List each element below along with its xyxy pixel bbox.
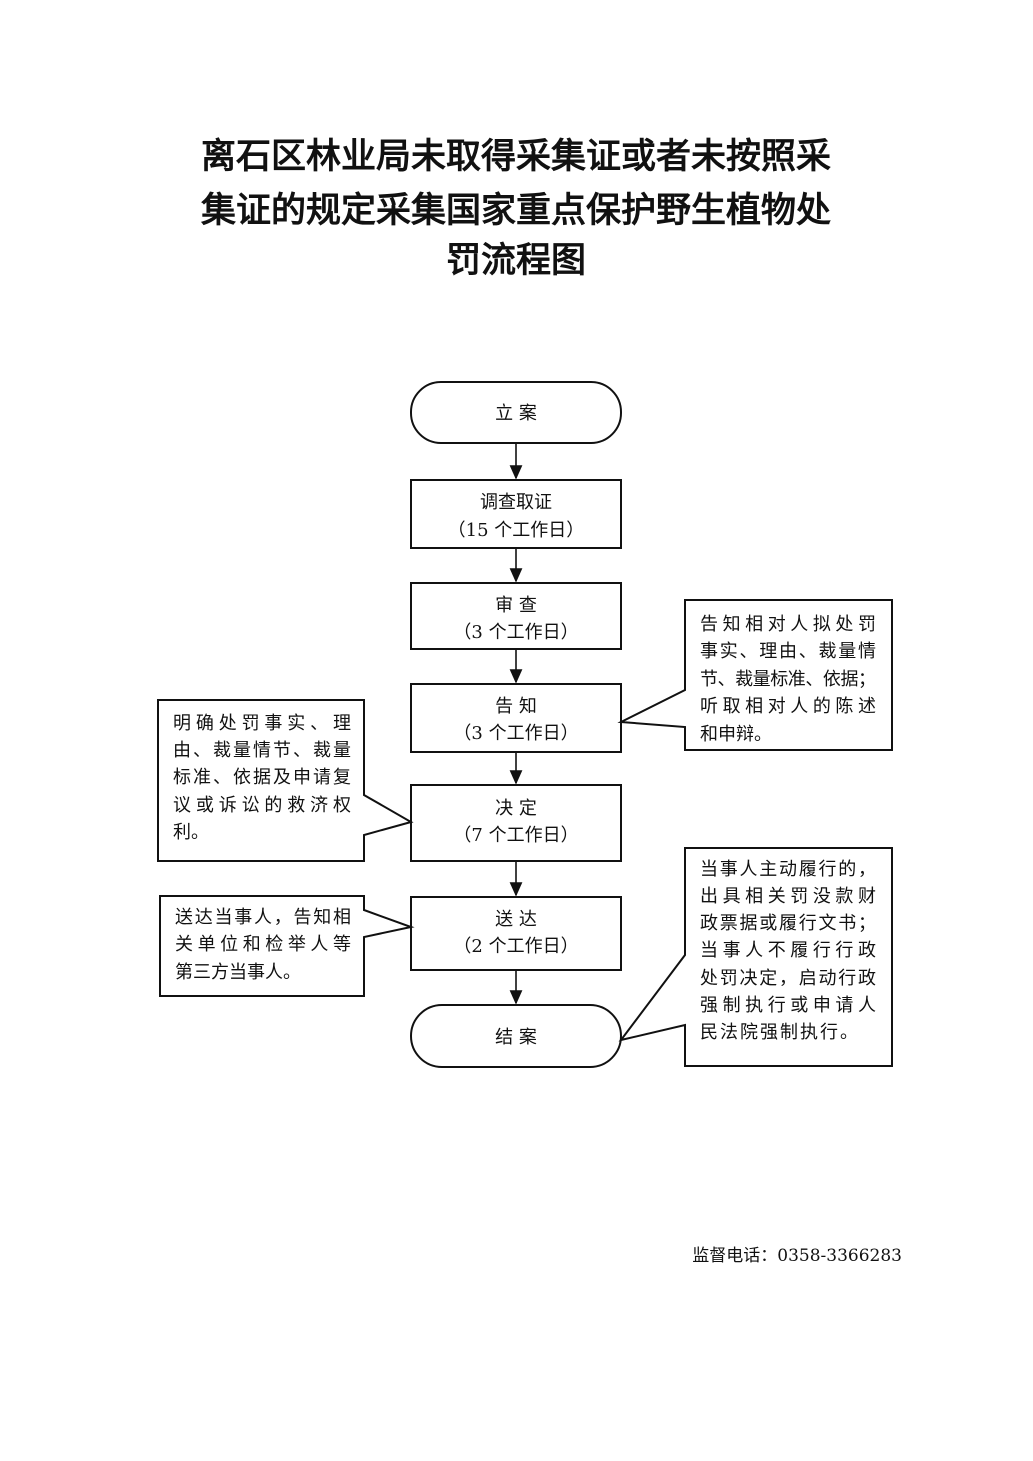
- step-label: 送 达: [495, 909, 537, 930]
- callout-shape: [617, 599, 893, 751]
- callout-line: 节、裁量标准、依据；: [700, 669, 876, 690]
- terminal-shape: [410, 381, 622, 444]
- process-box: [410, 479, 622, 549]
- callout-line: 第三方当事人。: [175, 962, 301, 983]
- title-line-1: 离石区林业局未取得采集证或者未按照采: [201, 136, 831, 177]
- callout-notify: 告知相对人拟处罚 事实、理由、裁量情 节、裁量标准、依据； 听取相对人的陈述 和…: [617, 599, 893, 751]
- callout-shape: [159, 895, 415, 997]
- callout-delivery: 送达当事人，告知相 关单位和检举人等 第三方当事人。: [159, 895, 415, 997]
- step-duration: （3 个工作日）: [453, 622, 578, 643]
- process-box: [410, 896, 622, 971]
- process-box: [410, 582, 622, 650]
- step-label: 决 定: [495, 798, 537, 819]
- step-delivery: 送 达 （2 个工作日）: [410, 896, 622, 971]
- callout-decision: 明确处罚事实、理 由、裁量情节、裁量 标准、依据及申请复 议或诉讼的救济权 利。: [157, 699, 414, 862]
- process-box: [410, 683, 622, 753]
- terminal-shape: [410, 1004, 622, 1068]
- callout-shape: [157, 699, 414, 862]
- step-duration: （2 个工作日）: [453, 936, 578, 957]
- step-duration: （15 个工作日）: [448, 520, 585, 541]
- process-box: [410, 784, 622, 862]
- step-label: 告 知: [495, 696, 537, 717]
- title-line-2: 集证的规定采集国家重点保护野生植物处: [200, 191, 831, 231]
- step-label: 立 案: [495, 403, 537, 424]
- callout-line: 利。: [173, 822, 209, 843]
- step-start: 立 案: [410, 381, 622, 444]
- callout-line: 当事人主动履行的，: [700, 859, 876, 880]
- step-end: 结 案: [410, 1004, 622, 1068]
- callout-line: 政票据或履行文书；: [700, 913, 876, 934]
- callout-line: 标准、依据及申请复: [173, 767, 351, 788]
- step-label: 结 案: [495, 1027, 537, 1048]
- callout-line: 由、裁量情节、裁量: [173, 740, 351, 761]
- title-line-3: 罚流程图: [446, 241, 586, 281]
- page-title: 离石区林业局未取得采集证或者未按照采 集证的规定采集国家重点保护野生植物处 罚流…: [200, 136, 831, 281]
- step-decision: 决 定 （7 个工作日）: [410, 784, 622, 862]
- step-duration: （3 个工作日）: [453, 723, 578, 744]
- supervision-phone: 监督电话：0358-3366283: [692, 1246, 902, 1266]
- step-label: 调查取证: [480, 492, 552, 513]
- callout-shape: [618, 847, 893, 1067]
- step-notify: 告 知 （3 个工作日）: [410, 683, 622, 753]
- step-investigation: 调查取证 （15 个工作日）: [410, 479, 622, 549]
- callout-close: 当事人主动履行的， 出具相关罚没款财 政票据或履行文书； 当事人不履行行政 处罚…: [618, 847, 893, 1067]
- callout-line: 和申辩。: [700, 724, 772, 745]
- step-label: 审 查: [495, 595, 537, 616]
- callout-line: 处罚决定，启动行政: [700, 968, 876, 989]
- callout-line: 事实、理由、裁量情: [700, 641, 876, 662]
- callout-line: 送达当事人，告知相: [175, 907, 351, 928]
- step-duration: （7 个工作日）: [453, 825, 578, 846]
- step-review: 审 查 （3 个工作日）: [410, 582, 622, 650]
